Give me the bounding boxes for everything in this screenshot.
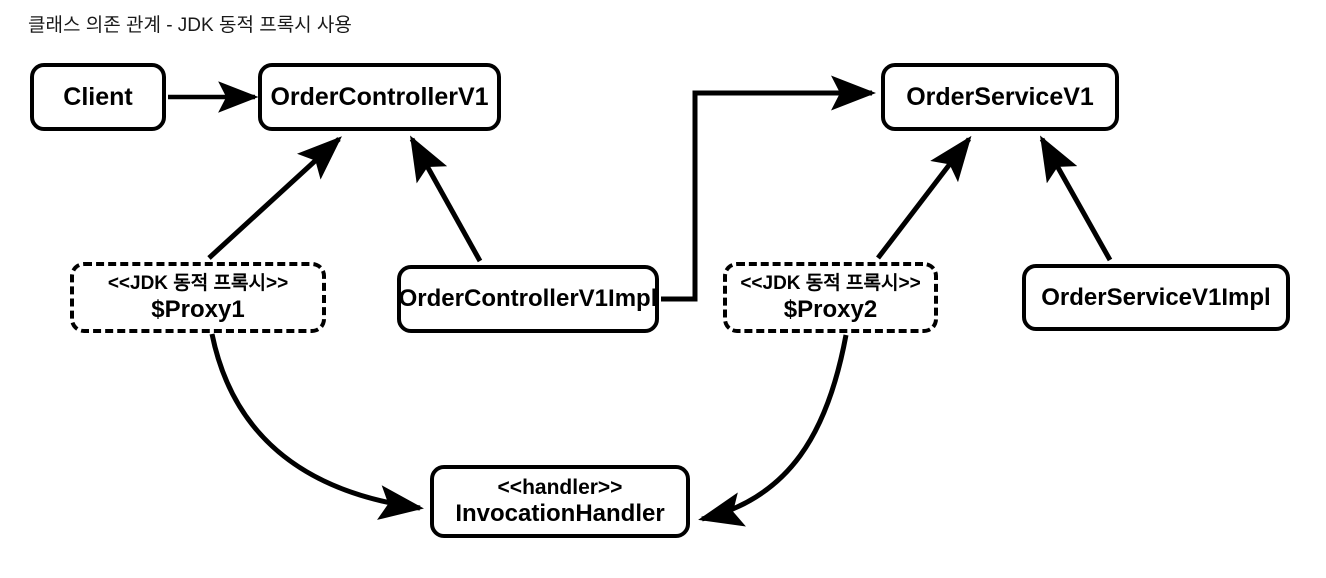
edge-service-impl-implements-service [1039, 135, 1113, 262]
node-jdk-proxy-1[interactable]: <<JDK 동적 프록시>> $Proxy1 [70, 262, 326, 333]
node-invocation-handler-stereotype: <<handler>> [497, 476, 623, 499]
edge-proxy2-implements-service [876, 135, 972, 260]
edge-proxy1-to-handler [209, 333, 424, 520]
node-invocation-handler[interactable]: <<handler>> InvocationHandler [430, 465, 690, 538]
edge-proxy2-to-handler [698, 334, 849, 527]
node-client-label: Client [63, 82, 133, 111]
node-order-controller-v1-impl-label: OrderControllerV1Impl [398, 285, 658, 312]
node-order-service-v1-label: OrderServiceV1 [906, 82, 1094, 111]
node-order-service-v1-impl[interactable]: OrderServiceV1Impl [1022, 264, 1290, 331]
node-order-service-v1-impl-label: OrderServiceV1Impl [1041, 283, 1271, 311]
node-invocation-handler-label: InvocationHandler [455, 500, 665, 527]
edge-controller-impl-implements-controller [409, 135, 483, 263]
node-order-controller-v1[interactable]: OrderControllerV1 [258, 63, 501, 131]
node-jdk-proxy-1-label: $Proxy1 [151, 295, 245, 323]
node-jdk-proxy-2-stereotype: <<JDK 동적 프록시>> [740, 272, 921, 294]
edge-proxy1-implements-controller [207, 136, 342, 260]
page-title: 클래스 의존 관계 - JDK 동적 프록시 사용 [28, 15, 352, 36]
node-jdk-proxy-2-label: $Proxy2 [783, 295, 878, 323]
edge-controller-impl-to-service [661, 75, 877, 302]
node-jdk-proxy-2[interactable]: <<JDK 동적 프록시>> $Proxy2 [723, 262, 938, 333]
node-client[interactable]: Client [30, 63, 166, 131]
node-order-service-v1[interactable]: OrderServiceV1 [881, 63, 1119, 131]
node-order-controller-v1-label: OrderControllerV1 [270, 82, 489, 111]
node-order-controller-v1-impl[interactable]: OrderControllerV1Impl [397, 265, 659, 333]
node-jdk-proxy-1-stereotype: <<JDK 동적 프록시>> [107, 272, 289, 294]
